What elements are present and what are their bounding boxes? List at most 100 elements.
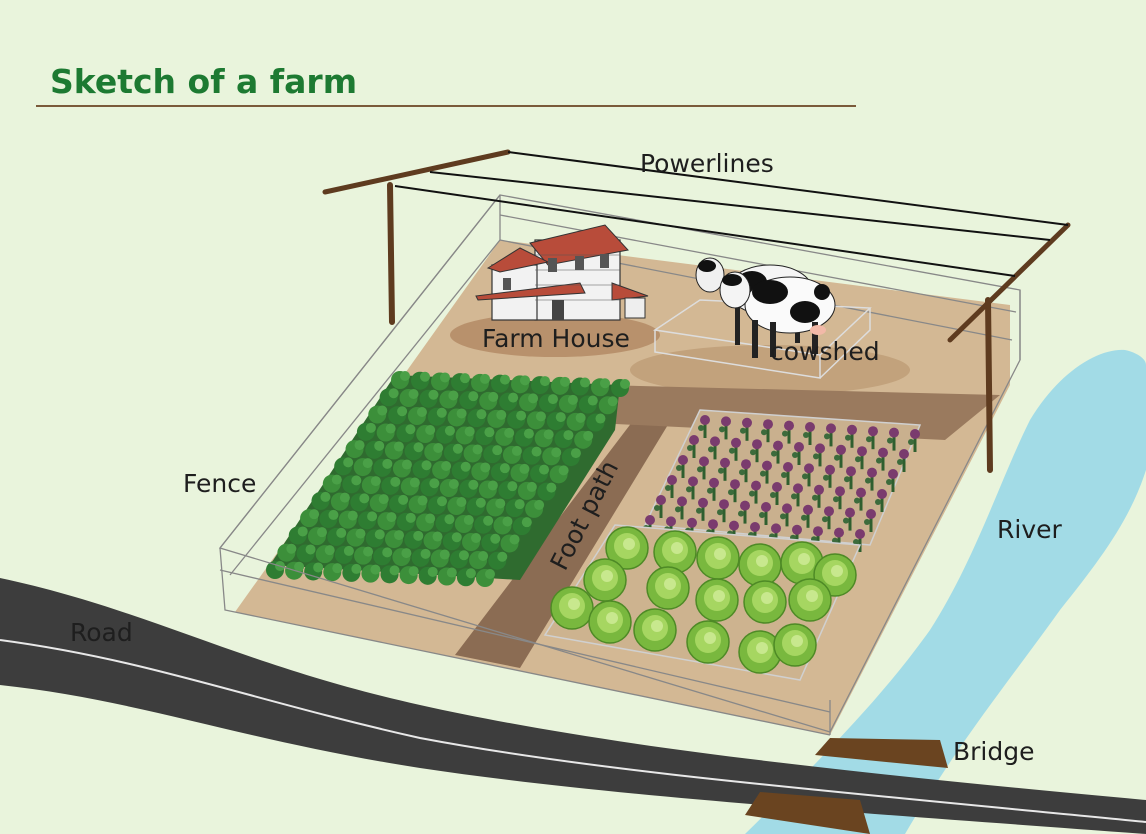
- cows: [695, 257, 836, 358]
- crop-plant: [377, 512, 397, 531]
- crop-plant: [435, 425, 455, 444]
- crop-plant: [526, 411, 546, 430]
- cabbage: [788, 578, 832, 622]
- crop-plant: [296, 544, 316, 563]
- flower-plant: [864, 509, 876, 532]
- crop-plant: [522, 446, 542, 465]
- cabbage: [646, 566, 690, 610]
- cabbage: [738, 543, 782, 587]
- crop-plant: [456, 568, 476, 587]
- flower-plant: [822, 506, 834, 530]
- crop-plant: [447, 497, 467, 515]
- crop-plant: [488, 551, 508, 570]
- crop-plant: [502, 445, 522, 464]
- flower-plant: [676, 455, 688, 478]
- crop-plant: [546, 412, 566, 431]
- flower-plant: [697, 456, 709, 480]
- crop-plant: [376, 423, 396, 442]
- crop-plant: [551, 376, 570, 395]
- crop-plant: [411, 548, 431, 567]
- crop-plant: [578, 395, 598, 414]
- crop-plant: [399, 389, 419, 407]
- crop-plant: [435, 514, 455, 533]
- flower-plant: [781, 462, 793, 485]
- fence: [218, 194, 1021, 736]
- crop-plant: [385, 530, 405, 549]
- crop-plant: [418, 566, 438, 585]
- cabbage: [686, 620, 730, 664]
- crop-plant: [365, 529, 385, 548]
- flower-plant: [718, 457, 730, 481]
- house-yard: [450, 313, 660, 357]
- crop-plant: [319, 509, 339, 528]
- flower-plant: [740, 417, 752, 441]
- crop-plant: [365, 440, 385, 459]
- crop-plant: [399, 566, 419, 585]
- cabbage: [588, 600, 632, 644]
- crop-plant: [396, 424, 416, 443]
- flower-plant: [719, 416, 731, 440]
- cabbage: [743, 580, 787, 624]
- flower-plant: [801, 504, 813, 528]
- crop-plant: [354, 546, 374, 565]
- bridge-lower: [745, 792, 870, 834]
- crop-plant: [356, 422, 376, 441]
- flower-plant: [887, 427, 899, 451]
- crop-plant: [379, 388, 399, 407]
- flower-plant: [886, 469, 898, 492]
- crop-plant: [561, 448, 581, 467]
- crop-plant: [537, 482, 557, 501]
- crop-plant: [451, 373, 470, 392]
- crop-plant: [361, 476, 381, 495]
- crop-plant: [427, 407, 447, 426]
- crop-plant: [558, 394, 578, 413]
- label-road: Road: [70, 618, 133, 647]
- crop-plant: [505, 499, 525, 518]
- crop-plant: [443, 443, 463, 462]
- crop-plant: [517, 481, 537, 500]
- cabbage-heads: [550, 526, 857, 674]
- crop-plant: [554, 430, 574, 449]
- crop-plant: [549, 465, 569, 484]
- crop-plant: [525, 499, 545, 518]
- flower-plant: [876, 447, 888, 471]
- crop-plant: [500, 534, 520, 553]
- flower-plant: [843, 507, 855, 531]
- crop-plant: [574, 430, 594, 449]
- flower-plant: [845, 424, 857, 448]
- label-cowshed: cowshed: [770, 337, 880, 366]
- cowshed-pen: [652, 299, 872, 379]
- flower-plant: [729, 437, 741, 461]
- flower-plant: [897, 449, 909, 472]
- crop-plant: [512, 517, 532, 536]
- crop-plant: [342, 563, 362, 582]
- crop-plant: [300, 509, 320, 528]
- cabbage: [653, 530, 697, 574]
- flower-plant: [803, 422, 815, 445]
- crop-plant: [369, 494, 389, 513]
- crop-plant: [486, 498, 506, 517]
- flower-plant: [717, 499, 729, 523]
- crop-plant: [345, 440, 365, 459]
- crop-plant: [412, 460, 432, 479]
- flower-plant: [739, 459, 751, 483]
- crop-plant: [411, 371, 430, 390]
- crop-plant: [381, 476, 401, 495]
- crop-plant: [499, 392, 519, 411]
- river: [745, 349, 1146, 834]
- crop-plant: [419, 389, 439, 408]
- crop-plant: [498, 481, 518, 500]
- crop-plant: [611, 379, 630, 397]
- crop-plant: [471, 373, 490, 392]
- flower-plant: [812, 484, 824, 508]
- flower-plant: [853, 529, 865, 552]
- crop-plant: [338, 510, 358, 529]
- crop-plant: [353, 458, 373, 477]
- crop-plant: [519, 393, 539, 412]
- crop-plant: [388, 406, 408, 425]
- crop-plant: [427, 496, 447, 515]
- bridge-upper: [815, 738, 948, 768]
- crop-plant: [416, 425, 436, 443]
- crop-plant: [479, 391, 499, 410]
